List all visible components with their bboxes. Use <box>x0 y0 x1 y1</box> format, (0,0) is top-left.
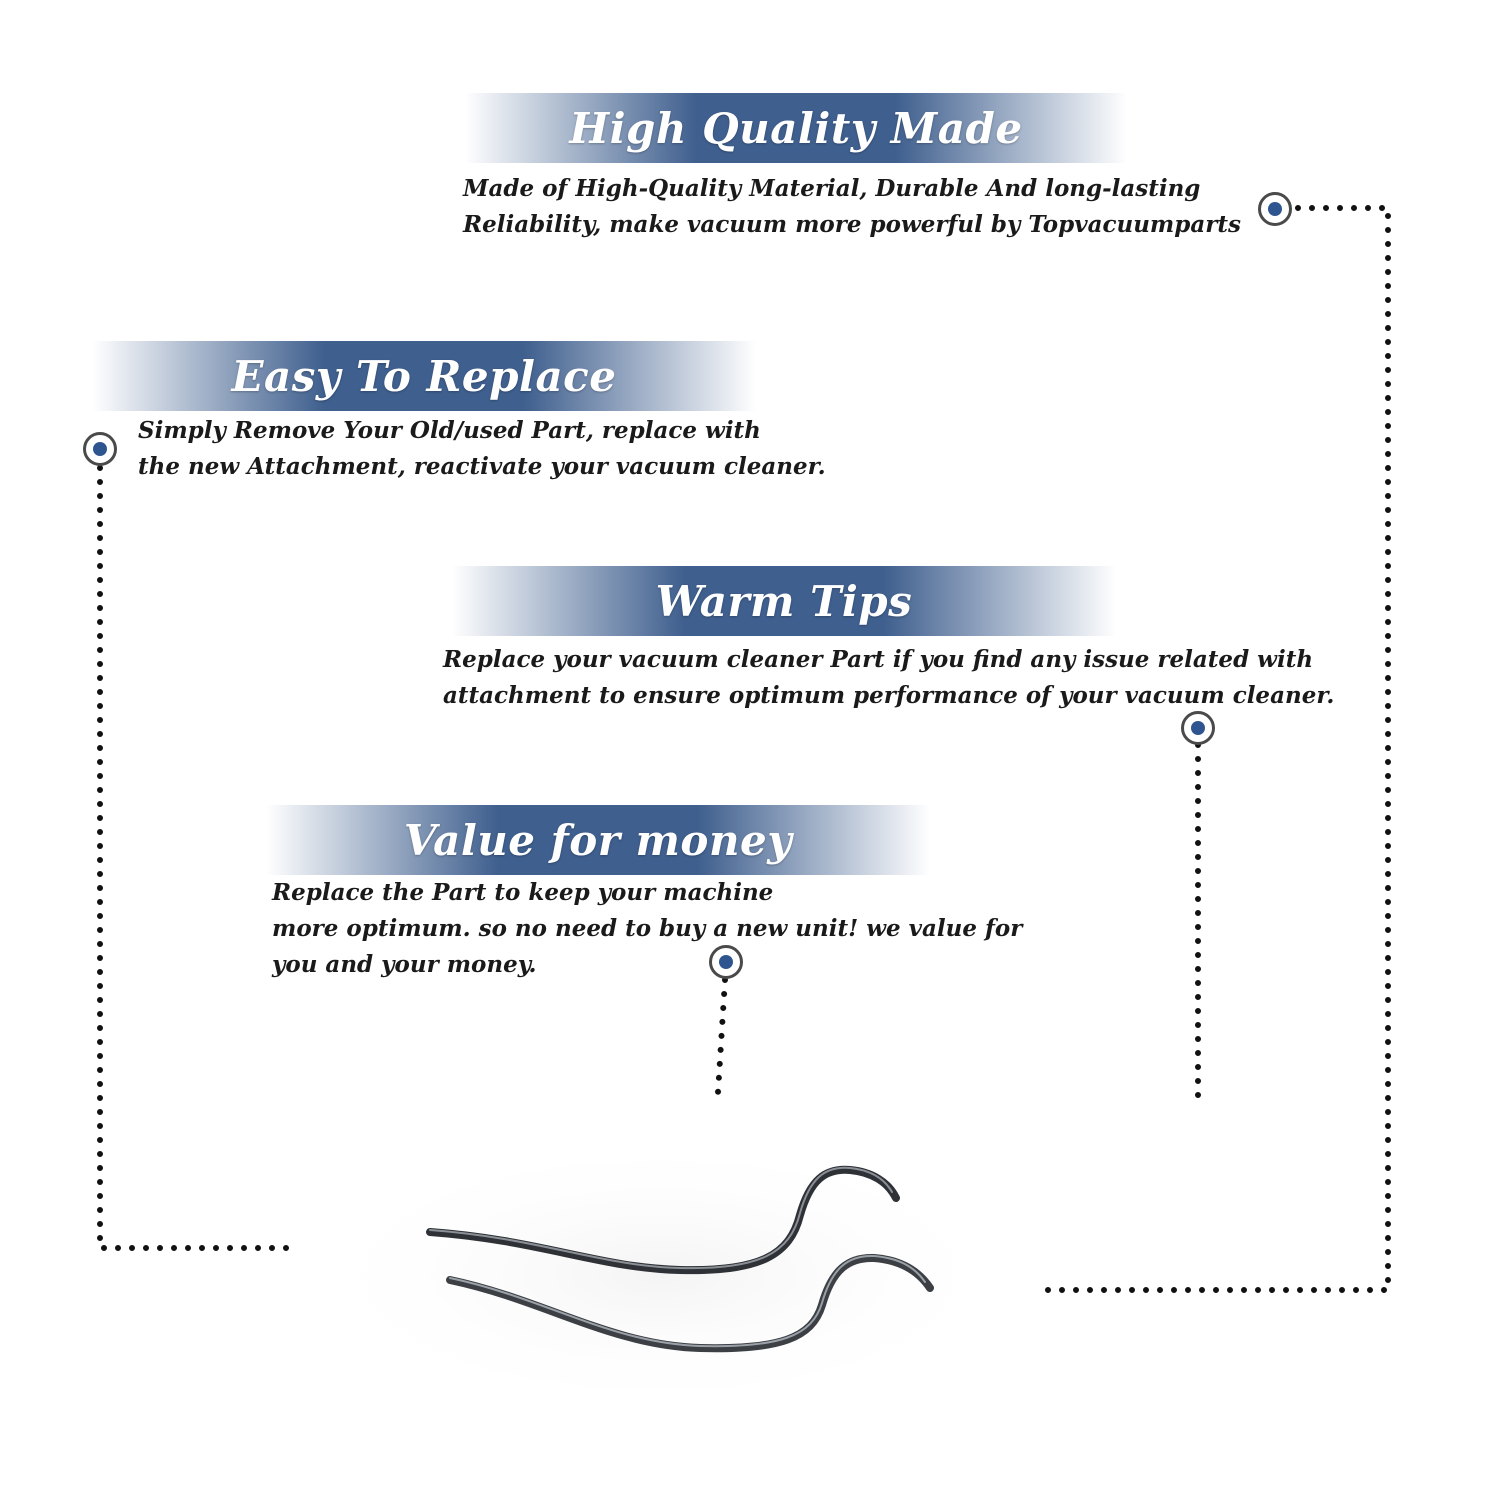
banner-high-quality: High Quality Made <box>465 93 1127 163</box>
banner-title: Value for money <box>403 815 793 865</box>
banner-title: High Quality Made <box>569 103 1023 153</box>
feature-description: Replace the Part to keep your machine mo… <box>272 875 1022 983</box>
banner-easy-replace: Easy To Replace <box>92 341 756 411</box>
target-dot-icon <box>83 432 117 466</box>
connector-high-quality <box>1037 205 1391 1293</box>
banner-title: Warm Tips <box>655 576 913 626</box>
target-dot-icon <box>709 945 743 979</box>
description-line: more optimum. so no need to buy a new un… <box>272 915 1023 942</box>
description-line: Replace your vacuum cleaner Part if you … <box>443 646 1314 673</box>
target-dot-icon <box>1258 192 1292 226</box>
banner-title: Easy To Replace <box>231 351 617 401</box>
feature-description: Replace your vacuum cleaner Part if you … <box>443 642 1334 714</box>
connector-easy-replace <box>97 465 298 1251</box>
description-line: attachment to ensure optimum performance… <box>443 682 1335 709</box>
connector-value-money <box>715 977 728 1095</box>
banner-warm-tips: Warm Tips <box>452 566 1116 636</box>
target-dot-icon <box>1181 711 1215 745</box>
feature-description: Made of High-Quality Material, Durable A… <box>463 171 1241 243</box>
banner-value-money: Value for money <box>266 805 930 875</box>
wire-pin-lower <box>446 1253 934 1353</box>
description-line: you and your money. <box>272 951 537 978</box>
wire-pin-upper <box>426 1165 900 1275</box>
feature-description: Simply Remove Your Old/used Part, replac… <box>138 413 826 485</box>
description-line: the new Attachment, reactivate your vacu… <box>138 453 826 480</box>
description-line: Made of High-Quality Material, Durable A… <box>463 175 1201 202</box>
description-line: Replace the Part to keep your machine <box>272 879 774 906</box>
description-line: Simply Remove Your Old/used Part, replac… <box>138 417 761 444</box>
description-line: Reliability, make vacuum more powerful b… <box>463 211 1241 238</box>
